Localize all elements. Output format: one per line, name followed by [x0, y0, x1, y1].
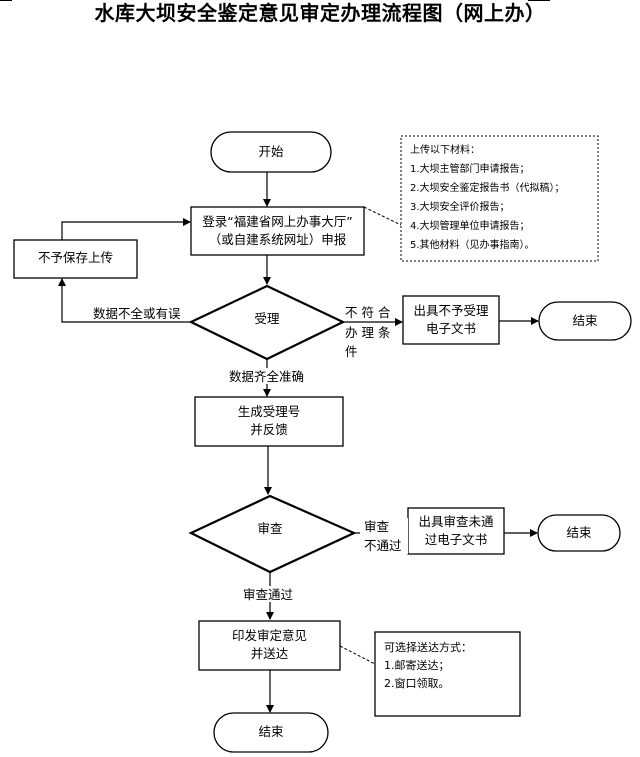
reject-save-box	[13, 239, 138, 279]
end3-terminator	[213, 712, 329, 753]
end3-label: 结束	[258, 724, 284, 739]
upload-note-item: 1.大坝主管部门申请报告；	[410, 164, 530, 175]
upload-note-item: 5.其他材料（见办事指南）。	[410, 240, 535, 251]
issue-label-line1: 印发审定意见	[231, 628, 307, 643]
no-accept-doc-box	[402, 295, 500, 345]
login-label-line1: 登录“福建省网上办事大厅”	[202, 214, 353, 229]
upload-note-connector	[363, 206, 402, 226]
delivery-note-connector	[339, 645, 376, 665]
delivery-note-box	[374, 631, 521, 717]
login-box	[190, 206, 365, 256]
edge-review-fail-line2: 不通过	[364, 538, 402, 553]
reject-save-label: 不予保存上传	[37, 250, 113, 265]
upload-note-item: 3.大坝安全评价报告；	[410, 202, 510, 213]
label-bg-complete	[228, 368, 312, 384]
edge-review-fail-line1: 审查	[364, 519, 390, 534]
page-title: 水库大坝安全鉴定意见审定办理流程图（网上办）	[94, 1, 546, 25]
delivery-note-item: 2.窗口领取。	[384, 677, 450, 690]
end1-label: 结束	[572, 313, 598, 328]
upload-note-text: 上传以下材料： 1.大坝主管部门申请报告； 2.大坝安全鉴定报告书（代拟稿）； …	[410, 141, 565, 255]
upload-note-item: 2.大坝安全鉴定报告书（代拟稿）；	[410, 183, 565, 194]
edge-not-meet-line1: 不 符 合	[345, 305, 391, 320]
upload-note-box	[400, 135, 599, 262]
generate-label-line2: 并反馈	[250, 422, 288, 437]
edge-not-meet-line3: 件	[345, 344, 358, 359]
end1-terminator	[538, 301, 632, 341]
review-fail-doc-label-line1: 出具审查未通	[418, 514, 494, 529]
label-bg-review-fail	[360, 518, 408, 554]
accept-label: 受理	[254, 311, 280, 326]
no-accept-doc-label-line2: 电子文书	[425, 321, 476, 336]
edge-review-pass-label: 审查通过	[243, 587, 294, 602]
generate-box	[194, 396, 344, 447]
arrow-reject-login	[61, 218, 191, 240]
delivery-note-item: 1.邮寄送达；	[384, 659, 450, 672]
delivery-note-text: 可选择送达方式： 1.邮寄送达； 2.窗口领取。	[384, 639, 472, 693]
edge-not-meet-line2: 办 理 条	[345, 325, 391, 340]
review-fail-doc-label-line2: 过电子文书	[424, 532, 488, 547]
review-fail-doc-box	[407, 507, 505, 555]
edge-complete-label: 数据齐全准确	[229, 369, 305, 384]
upload-note-heading: 上传以下材料：	[410, 145, 480, 156]
login-label-line2: （或自建系统网址）申报	[208, 232, 347, 247]
title-rule-left	[0, 0, 12, 1]
upload-note-item: 4.大坝管理单位申请报告；	[410, 221, 530, 232]
issue-label-line2: 并送达	[250, 646, 289, 661]
review-label: 审查	[257, 521, 283, 536]
issue-box	[198, 620, 341, 671]
label-bg-review-pass	[240, 586, 298, 602]
end2-terminator	[537, 514, 621, 552]
no-accept-doc-label-line1: 出具不予受理	[413, 303, 489, 318]
start-label: 开始	[258, 144, 284, 159]
edge-incomplete-label: 数据不全或有误	[93, 306, 181, 321]
delivery-note-heading: 可选择送达方式：	[384, 641, 472, 654]
generate-label-line1: 生成受理号	[237, 404, 301, 419]
arrow-accept-reject	[58, 278, 191, 323]
start-terminator	[210, 131, 332, 173]
end2-label: 结束	[566, 525, 592, 540]
title-rule-right	[528, 0, 550, 1]
